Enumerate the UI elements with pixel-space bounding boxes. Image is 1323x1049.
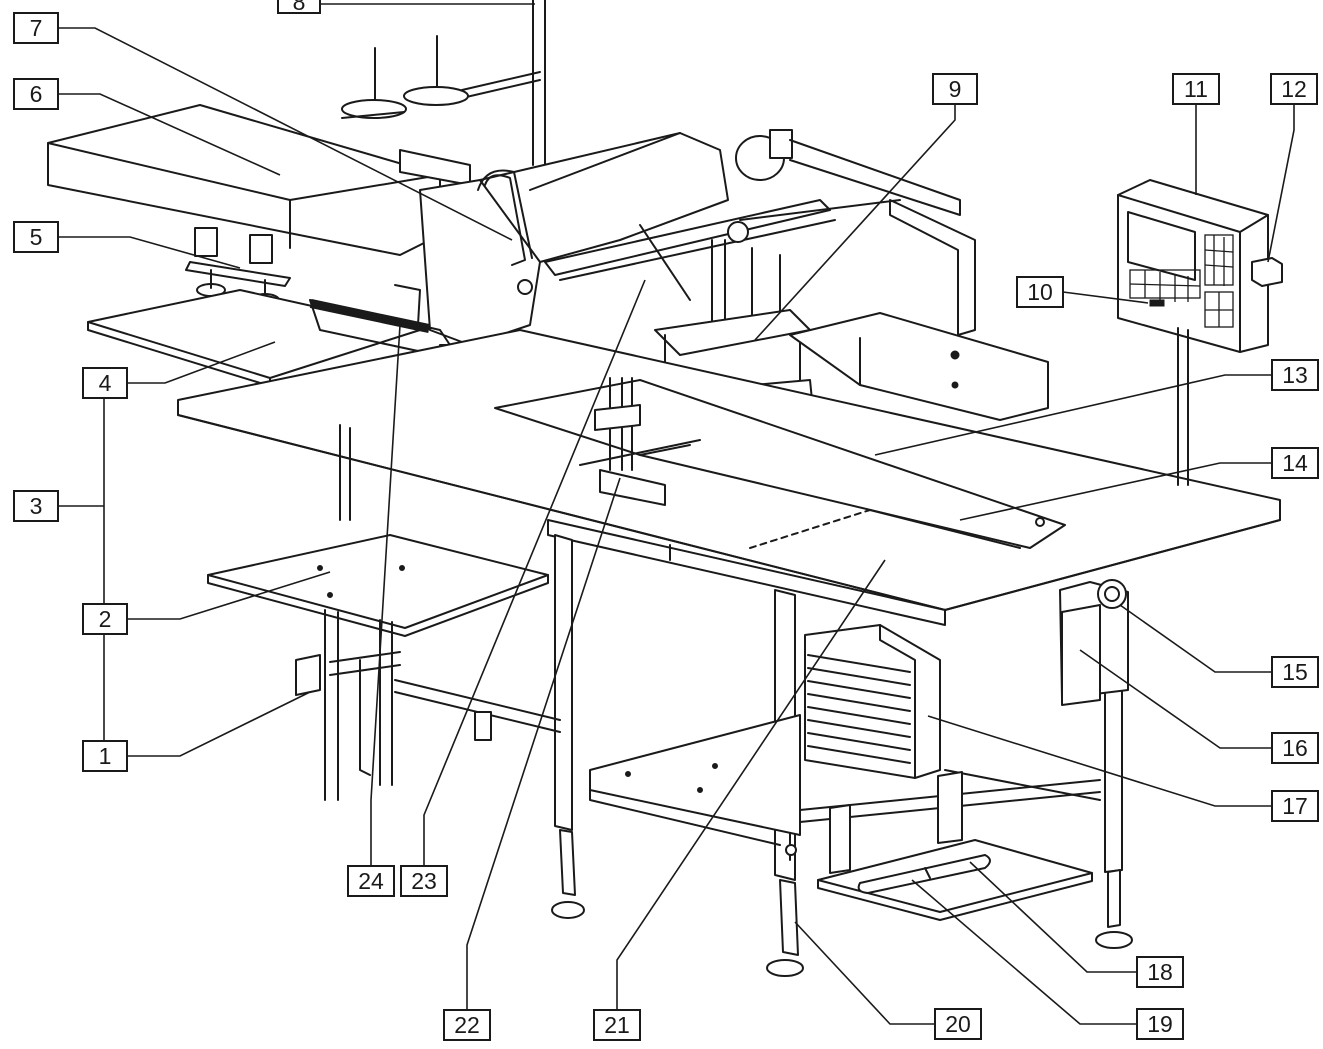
callout-22-label: 22 (454, 1012, 480, 1038)
callout-8: 8 (277, 0, 321, 15)
callout-5-label: 5 (30, 224, 43, 250)
callout-13-label: 13 (1282, 362, 1308, 388)
callout-18: 18 (1136, 956, 1184, 988)
callout-12: 12 (1270, 73, 1318, 105)
callout-21-label: 21 (604, 1012, 630, 1038)
callout-9: 9 (932, 73, 978, 105)
callout-labels: 1 2 3 4 5 6 7 8 9 10 11 12 13 14 15 16 1… (13, 0, 1319, 1041)
callout-17: 17 (1271, 790, 1319, 822)
callout-leader-lines (58, 3, 1295, 1025)
callout-11: 11 (1172, 73, 1220, 105)
callout-21: 21 (593, 1009, 641, 1041)
callout-11-label: 11 (1184, 76, 1208, 102)
callout-23: 23 (400, 865, 448, 897)
callout-5: 5 (13, 221, 59, 253)
callout-10-label: 10 (1027, 279, 1053, 305)
callout-2: 2 (82, 603, 128, 635)
callout-23-label: 23 (411, 868, 437, 894)
callout-7: 7 (13, 12, 59, 44)
callout-14: 14 (1271, 447, 1319, 479)
callout-3: 3 (13, 490, 59, 522)
callout-22: 22 (443, 1009, 491, 1041)
callout-12-label: 12 (1281, 76, 1307, 102)
callout-3-label: 3 (30, 493, 43, 519)
callout-19-label: 19 (1147, 1011, 1173, 1037)
callout-17-label: 17 (1282, 793, 1308, 819)
callout-20: 20 (934, 1008, 982, 1040)
callout-19: 19 (1136, 1008, 1184, 1040)
callout-8-label: 8 (293, 0, 306, 15)
callout-1: 1 (82, 740, 128, 772)
callout-15-label: 15 (1282, 659, 1308, 685)
callout-6: 6 (13, 78, 59, 110)
callout-6-label: 6 (30, 81, 43, 107)
sewing-unit-illustration (47, 0, 1283, 977)
callout-24: 24 (347, 865, 395, 897)
callout-1-label: 1 (99, 743, 112, 769)
callout-10: 10 (1016, 276, 1064, 308)
callout-4-label: 4 (99, 370, 112, 396)
callout-24-label: 24 (358, 868, 384, 894)
callout-16-label: 16 (1282, 735, 1308, 761)
callout-14-label: 14 (1282, 450, 1308, 476)
callout-9-label: 9 (949, 76, 962, 102)
callout-4: 4 (82, 367, 128, 399)
callout-15: 15 (1271, 656, 1319, 688)
callout-2-label: 2 (99, 606, 112, 632)
callout-20-label: 20 (945, 1011, 971, 1037)
callout-18-label: 18 (1147, 959, 1173, 985)
callout-7-label: 7 (30, 15, 43, 41)
callout-13: 13 (1271, 359, 1319, 391)
callout-16: 16 (1271, 732, 1319, 764)
